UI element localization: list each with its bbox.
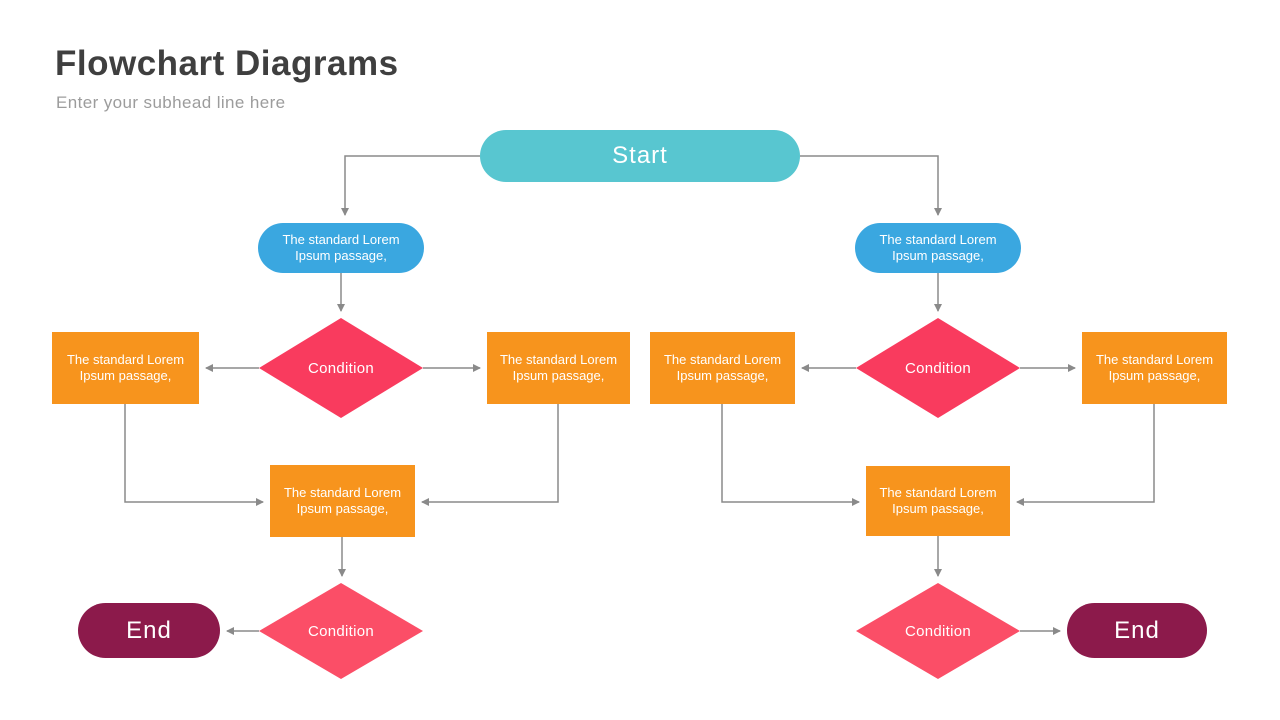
process-node-merge-left: The standard Lorem Ipsum passage, <box>270 465 415 537</box>
start-node: Start <box>480 130 800 182</box>
process-node-branch-right-right: The standard Lorem Ipsum passage, <box>1082 332 1227 404</box>
process-node-branch-left-right: The standard Lorem Ipsum passage, <box>650 332 795 404</box>
process-node-branch-right-left: The standard Lorem Ipsum passage, <box>487 332 630 404</box>
page-title: Flowchart Diagrams <box>55 44 399 83</box>
process-node-branch-left-left: The standard Lorem Ipsum passage, <box>52 332 199 404</box>
process-node-merge-right: The standard Lorem Ipsum passage, <box>866 466 1010 536</box>
process-node-entry-left: The standard Lorem Ipsum passage, <box>258 223 424 273</box>
end-node-left: End <box>78 603 220 658</box>
end-node-right: End <box>1067 603 1207 658</box>
process-node-entry-right: The standard Lorem Ipsum passage, <box>855 223 1021 273</box>
page-subtitle: Enter your subhead line here <box>56 93 286 112</box>
